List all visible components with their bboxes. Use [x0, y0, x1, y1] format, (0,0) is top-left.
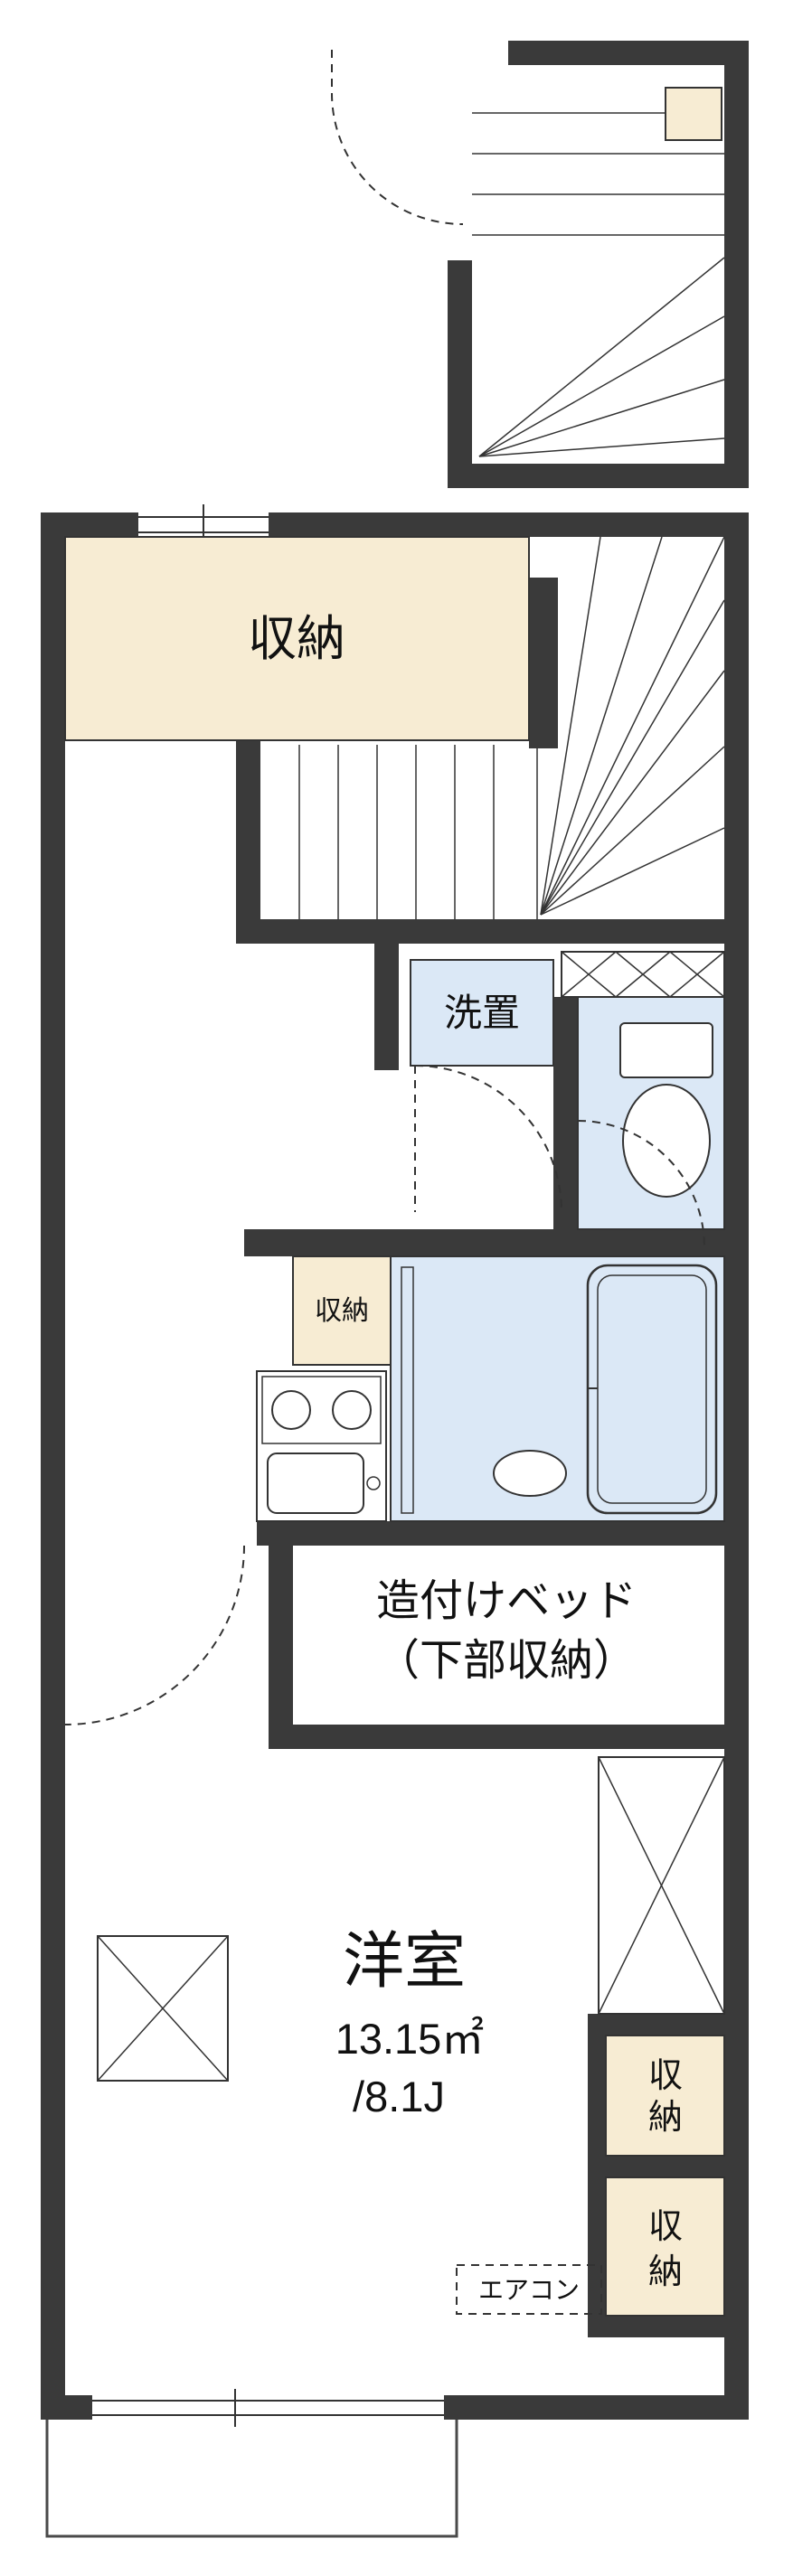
wall-left: [41, 512, 65, 2420]
closet-lower-right-label-2: 納: [648, 2253, 683, 2291]
wall-washstand-stub: [374, 944, 399, 1070]
wall: [448, 260, 472, 488]
toilet-bowl-icon: [622, 1084, 711, 1198]
wall-closet-bar3: [588, 2316, 749, 2337]
wall-toilet-left: [553, 997, 578, 1253]
upper-closet-area: [64, 536, 530, 741]
room-door-swing: [64, 1545, 245, 1725]
western-room-label: 洋室: [343, 1927, 466, 1996]
wall-top-b: [269, 512, 749, 537]
bath-door: [401, 1266, 414, 1514]
washbowl-icon: [493, 1450, 567, 1497]
kitchen-unit: [256, 1370, 387, 1522]
toilet-room: [561, 951, 725, 1248]
wall-closet-bar1: [588, 2014, 749, 2035]
storage-right: 収 納 収 納: [598, 1756, 725, 2317]
bed-label-line2: （下部収納）: [376, 1637, 637, 1685]
wall: [724, 41, 749, 488]
wall-closet-right: [529, 578, 558, 748]
closet-lower-right-label-1: 収: [648, 2208, 683, 2246]
balcony: [45, 2420, 458, 2538]
closet-upper-right: 収 納: [605, 2035, 725, 2157]
stair-treads-upper: [472, 112, 725, 457]
wall: [508, 41, 749, 65]
western-room: 洋室 13.15㎡ /8.1J エアコン: [64, 1545, 602, 2315]
entry-door-swing: [331, 50, 464, 225]
wall-closet-bar2: [588, 2156, 749, 2177]
tall-cabinet: [598, 1756, 725, 2015]
room-area-m2: 13.15㎡: [335, 2015, 485, 2063]
stove-burner-icon: [271, 1390, 311, 1430]
kitchen: 収納: [256, 1255, 392, 1522]
wall-bed-left: [269, 1546, 293, 1749]
wall-bath-bottom: [257, 1521, 749, 1546]
wall: [448, 464, 749, 488]
bed-label-line1: 造付けベッド: [376, 1577, 637, 1625]
wall-stair-bottom: [236, 919, 749, 944]
main-unit-walls: [41, 512, 749, 2420]
sink-icon: [267, 1453, 364, 1514]
wall-top-a: [41, 512, 138, 537]
bathroom: [390, 1255, 725, 1522]
wall-stair-left: [236, 740, 260, 944]
washstand-area: [410, 959, 554, 1067]
stove-icon: [261, 1376, 382, 1444]
upper-closet-label: 収納: [248, 612, 345, 666]
staircase-main: [298, 536, 725, 919]
built-in-bed: 造付けベッド （下部収納）: [376, 1577, 637, 1685]
stove-burner-icon: [332, 1390, 372, 1430]
wall-bed-bottom: [269, 1725, 749, 1749]
washstand-label: 洗置: [444, 992, 520, 1034]
wall-right: [724, 512, 749, 2420]
kitchen-closet-label: 収納: [315, 1296, 369, 1326]
aircon-label: エアコン: [478, 2276, 580, 2304]
faucet-icon: [366, 1476, 381, 1490]
kitchen-closet-area: [292, 1255, 392, 1366]
toilet-window-hatch: [561, 951, 725, 998]
side-table: [97, 1935, 229, 2082]
upper-stair-unit: [331, 41, 749, 488]
windows: [92, 504, 444, 2427]
stair-landing: [665, 87, 722, 141]
room-area-tatami: /8.1J: [353, 2073, 445, 2120]
wall-bottom-b: [444, 2395, 749, 2420]
closet-upper-right-label-2: 納: [648, 2099, 683, 2137]
closet-lower-right: 収 納: [605, 2176, 725, 2317]
washstand-room: 洗置: [410, 959, 562, 1213]
closet-upper-right-label-1: 収: [648, 2057, 683, 2095]
wall-bottom-a: [41, 2395, 92, 2420]
toilet-tank-icon: [619, 1022, 713, 1078]
wall-mid: [244, 1229, 749, 1256]
washstand-door-swing: [414, 1065, 562, 1213]
upper-closet: 収納: [64, 536, 530, 741]
aircon-box: エアコン: [456, 2264, 602, 2315]
